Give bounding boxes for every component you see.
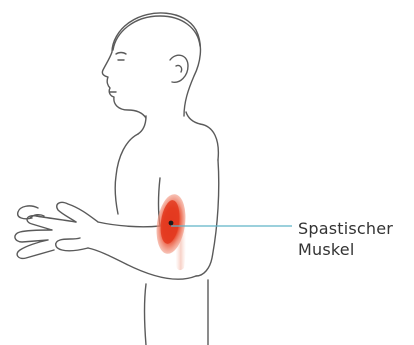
label-line-2: Muskel <box>298 239 393 260</box>
torso-front-lower <box>145 284 147 345</box>
head-outline <box>102 13 200 118</box>
forearm-top <box>98 222 160 227</box>
label-line-1: Spastischer <box>298 218 393 239</box>
neck-back <box>186 112 200 124</box>
brow <box>116 53 126 55</box>
ear <box>170 55 188 82</box>
upper-arm-outer <box>196 160 219 276</box>
hair <box>113 16 200 50</box>
muscle-annotation-label: Spastischer Muskel <box>298 218 393 260</box>
torso-front <box>115 134 138 214</box>
neck-front <box>138 116 146 134</box>
shoulder <box>200 124 218 160</box>
muscle-pointer-dot <box>169 221 174 226</box>
hand <box>56 202 98 250</box>
